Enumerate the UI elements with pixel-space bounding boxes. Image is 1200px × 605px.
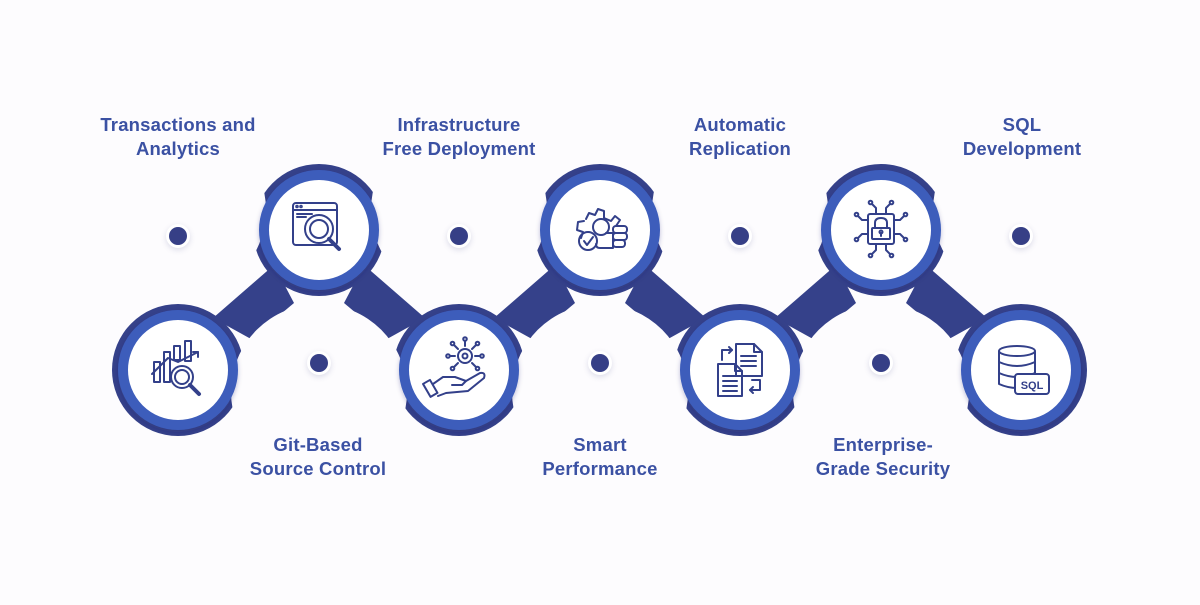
ribbon-cutouts — [90, 122, 1109, 480]
ribbon-connectors — [213, 265, 987, 339]
icon-rings — [118, 170, 1081, 430]
label-smart-performance: Smart Performance — [542, 434, 658, 479]
label-transactions-analytics: Transactions and Analytics — [100, 114, 256, 159]
label-infrastructure-deployment: Infrastructure Free Deployment — [382, 114, 536, 159]
sql-database-icon — [998, 345, 1050, 395]
label-sql-development: SQL Development — [962, 114, 1082, 159]
label-git-source-control: Git-Based Source Control — [249, 434, 387, 479]
dot-marker — [169, 227, 187, 245]
dot-marker — [1012, 227, 1030, 245]
document-replication-icon — [717, 343, 763, 397]
dot-marker — [872, 354, 890, 372]
dot-marker — [591, 354, 609, 372]
dot-marker — [731, 227, 749, 245]
dot-marker — [310, 354, 328, 372]
circuit-lock-icon — [853, 199, 909, 259]
label-automatic-replication: Automatic Replication — [689, 114, 791, 159]
analytics-magnifier-icon — [151, 340, 201, 396]
sql-icon-text: SQL — [1021, 380, 1044, 392]
gear-thumbs-up-icon — [576, 208, 628, 251]
browser-search-icon — [292, 202, 341, 251]
hand-gear-network-icon — [422, 336, 486, 398]
dot-marker — [450, 227, 468, 245]
label-enterprise-security: Enterprise- Grade Security — [815, 434, 951, 479]
